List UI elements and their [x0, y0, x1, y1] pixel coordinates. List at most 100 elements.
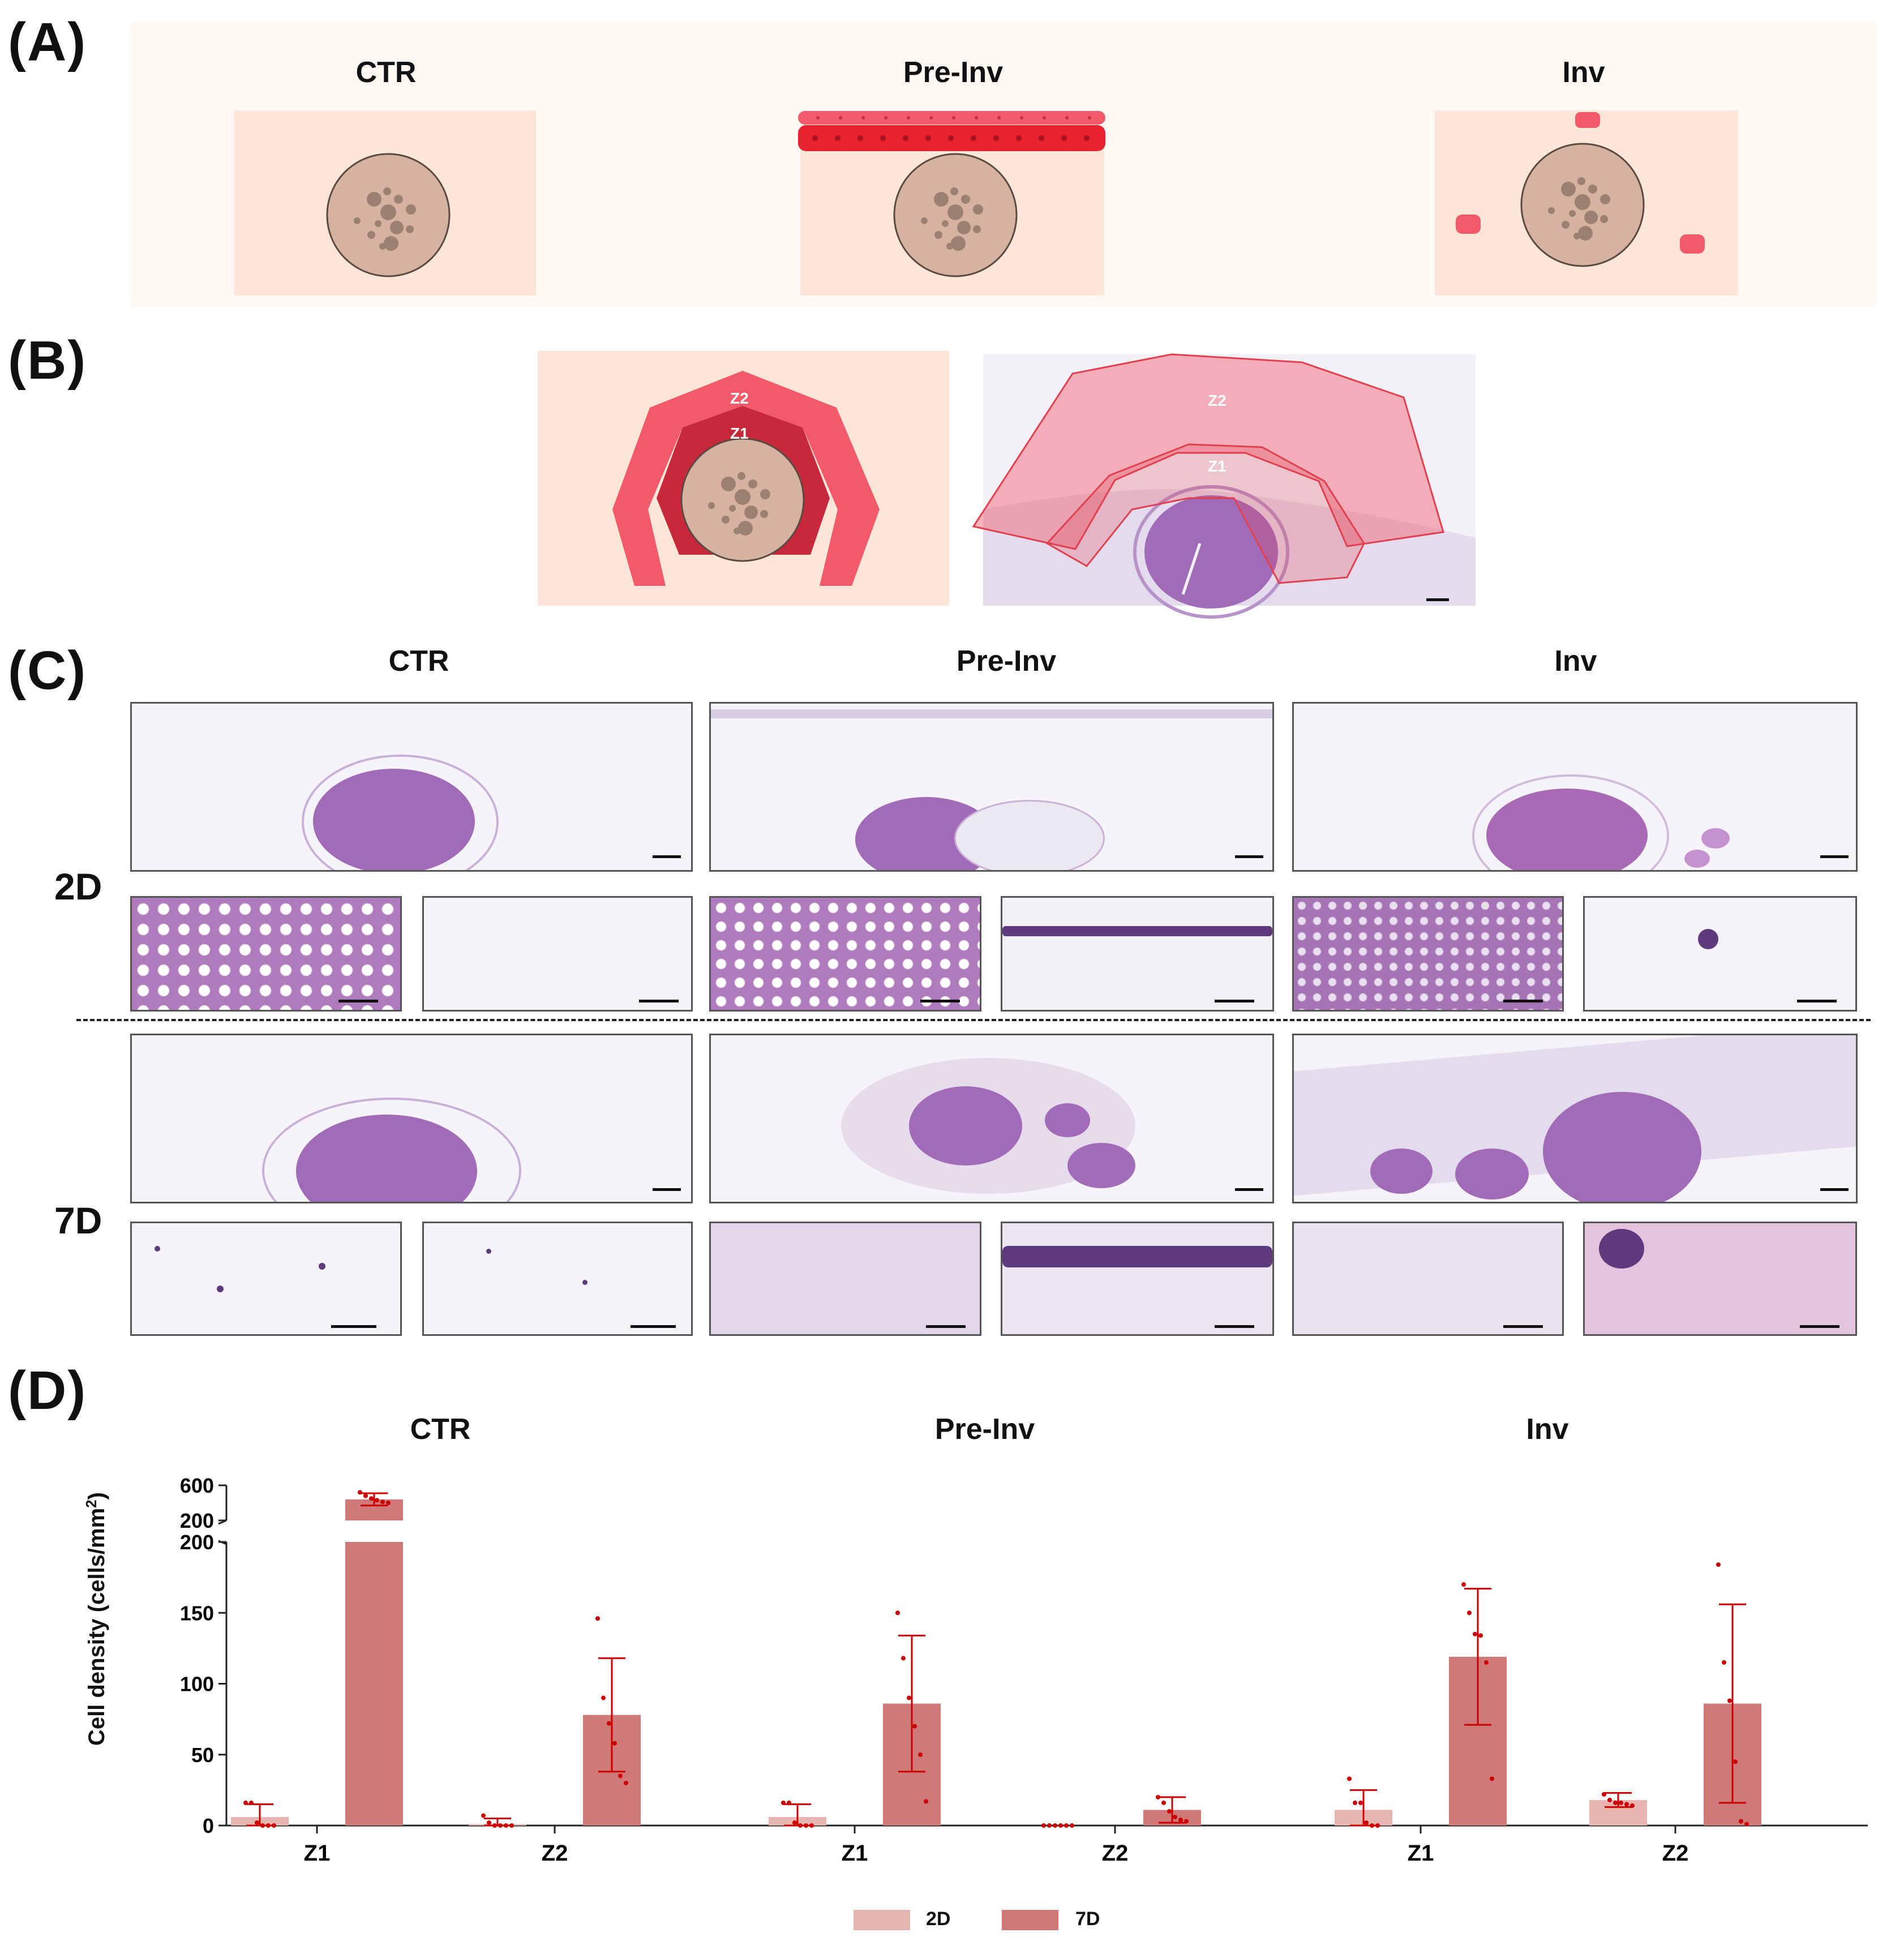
- data-point: [595, 1616, 600, 1621]
- panel-c-title-inv: Inv: [1554, 645, 1597, 678]
- invading-cell-icon: [1575, 112, 1600, 128]
- panel-d-title-ctr: CTR: [410, 1413, 471, 1446]
- data-point: [1358, 1800, 1363, 1805]
- data-point: [1353, 1800, 1357, 1805]
- bar-7d: [345, 1542, 403, 1826]
- data-point: [498, 1823, 503, 1828]
- data-point: [1156, 1794, 1160, 1799]
- data-point: [380, 1499, 385, 1505]
- histology-preinv-7d-zoom-surface: [1001, 1222, 1274, 1336]
- panel-a-title-inv: Inv: [1562, 56, 1605, 89]
- histology-preinv-2d-zoom-surface: [1001, 896, 1274, 1012]
- data-point: [1047, 1823, 1052, 1828]
- data-point: [1064, 1823, 1069, 1828]
- data-point: [1375, 1823, 1380, 1828]
- data-point: [607, 1721, 611, 1726]
- data-point: [487, 1820, 491, 1825]
- histology-ctr-7d-overview: [130, 1034, 693, 1203]
- y-tick-label: 100: [180, 1673, 214, 1696]
- data-point: [1461, 1582, 1466, 1587]
- panel-a-title-ctr: CTR: [355, 56, 417, 89]
- y-tick-label: 200: [180, 1509, 214, 1532]
- legend: 2D 7D: [854, 1905, 1137, 1934]
- histology-ctr-2d-zoom-matrix: [422, 896, 693, 1012]
- data-point: [1727, 1698, 1732, 1703]
- scale-bar: [1426, 598, 1449, 601]
- data-point: [798, 1823, 803, 1828]
- y-tick-label: 0: [203, 1814, 214, 1837]
- histology-inv-7d-zoom-cluster: [1583, 1222, 1857, 1336]
- data-point: [1184, 1819, 1189, 1824]
- histology-inv-7d-zoom-z1: [1292, 1222, 1564, 1336]
- x-tick-label: Z1: [304, 1841, 331, 1866]
- zones-schematic: [538, 351, 949, 606]
- data-point: [1490, 1776, 1494, 1781]
- y-tick-label: 50: [191, 1743, 214, 1767]
- data-point: [624, 1780, 628, 1785]
- histology-ctr-2d-zoom-core: [130, 896, 402, 1012]
- data-point: [272, 1823, 276, 1828]
- panel-c-row-2d: 2D: [54, 865, 102, 907]
- data-point: [249, 1800, 254, 1805]
- data-point: [509, 1823, 514, 1828]
- invading-cell-icon: [1680, 234, 1705, 254]
- data-point: [1613, 1800, 1618, 1805]
- data-point: [1630, 1803, 1635, 1808]
- data-point: [895, 1610, 900, 1616]
- x-tick-label: Z1: [842, 1841, 868, 1866]
- invading-cell-icon: [1456, 215, 1481, 234]
- axis-break-mark: [218, 1519, 227, 1545]
- data-point: [266, 1823, 271, 1828]
- data-point: [1167, 1809, 1172, 1814]
- panel-a-letter: (A): [8, 12, 87, 72]
- legend-swatch-7d: [1002, 1910, 1058, 1930]
- legend-label-7d: 7D: [1075, 1908, 1100, 1930]
- histology-inv-2d-zoom-cell: [1583, 896, 1857, 1012]
- zone-label-z1-histology: Z1: [1208, 457, 1227, 475]
- data-point: [804, 1823, 808, 1828]
- y-tick-label: 150: [180, 1601, 214, 1625]
- data-point: [1058, 1823, 1063, 1828]
- data-point: [1347, 1776, 1352, 1781]
- data-point: [1173, 1814, 1177, 1819]
- data-point: [1178, 1817, 1183, 1822]
- panel-c-row-7d: 7D: [54, 1199, 102, 1241]
- data-point: [918, 1752, 923, 1757]
- data-point: [1484, 1660, 1489, 1665]
- data-point: [358, 1490, 362, 1495]
- histology-preinv-7d-overview: [709, 1034, 1274, 1203]
- y-tick-label: 200: [180, 1531, 214, 1554]
- zone-label-z2-schematic: Z2: [730, 389, 749, 407]
- data-point: [375, 1498, 379, 1503]
- data-point: [1624, 1802, 1629, 1807]
- zones-histology: [972, 353, 1476, 619]
- x-tick-label: Z2: [542, 1841, 568, 1866]
- data-point: [1370, 1823, 1374, 1828]
- data-point: [1478, 1633, 1483, 1638]
- data-point: [924, 1799, 928, 1804]
- panel-c-title-preinv: Pre-Inv: [956, 645, 1057, 678]
- panel-d-title-preinv: Pre-Inv: [934, 1413, 1035, 1446]
- data-point: [1744, 1822, 1749, 1827]
- data-point: [601, 1695, 606, 1700]
- panel-d-letter: (D): [8, 1360, 87, 1421]
- zone-2-shape: [612, 371, 880, 586]
- panel-c-letter: (C): [8, 640, 87, 701]
- data-point: [363, 1493, 368, 1498]
- legend-label-2d: 2D: [926, 1908, 951, 1930]
- data-point: [1041, 1823, 1046, 1828]
- histology-inv-2d-zoom-core: [1292, 896, 1564, 1012]
- histology-inv-7d-overview: [1292, 1034, 1858, 1203]
- data-point: [1602, 1792, 1606, 1797]
- data-point: [1607, 1797, 1612, 1802]
- histology-preinv-2d-overview: [709, 702, 1274, 872]
- data-point: [612, 1741, 617, 1746]
- data-point: [792, 1820, 797, 1825]
- x-tick-label: Z2: [1102, 1841, 1129, 1866]
- data-point: [369, 1496, 374, 1501]
- data-point: [1161, 1800, 1166, 1805]
- legend-swatch-2d: [854, 1910, 910, 1930]
- x-tick-label: Z1: [1408, 1841, 1434, 1866]
